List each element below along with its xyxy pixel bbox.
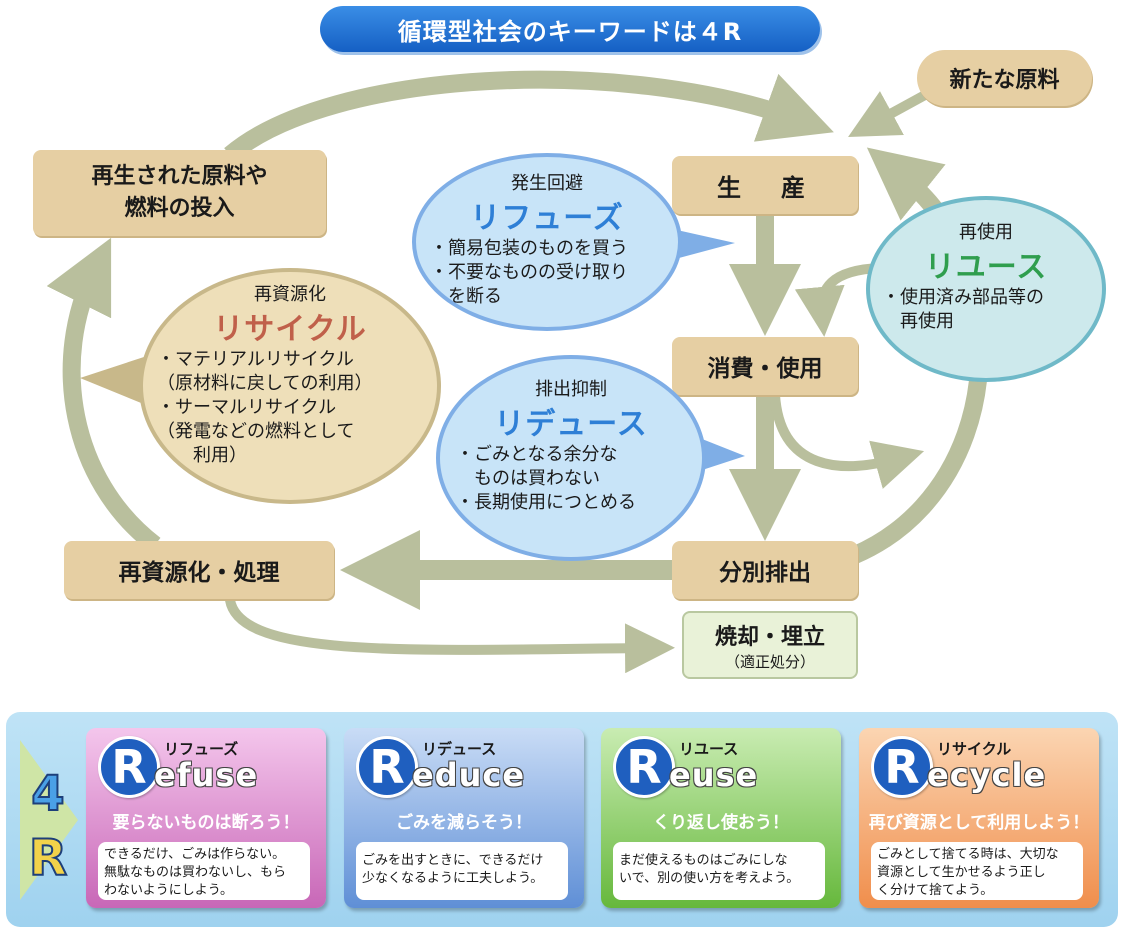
- arrow-processing-to-landfill: [225, 598, 675, 674]
- desc-line: く分けて捨てよう。: [877, 883, 994, 898]
- card-slogan: 要らないものは断ろう！: [112, 813, 300, 833]
- reuse-katakana: リユース: [924, 250, 1048, 285]
- recycle-item: ・サーマルリサイクル: [157, 397, 337, 418]
- r-letter-icon: R: [871, 736, 933, 798]
- card-word: euse: [669, 756, 759, 794]
- card-recycle: R リサイクル ecycle 再び資源として利用しよう！ ごみとして捨てる時は、…: [859, 728, 1099, 908]
- refuse-bubble: 発生回避 リフューズ ・簡易包装のものを買う ・不要なものの受け取り を断る: [412, 153, 682, 331]
- refuse-item: を断る: [430, 286, 502, 307]
- card-reduce: R リデュース educe ごみを減らそう！ ごみを出すときに、できるだけ 少な…: [344, 728, 584, 908]
- separation-node: 分別排出: [672, 541, 858, 599]
- reinput-line1: 再生された原料や: [91, 164, 268, 189]
- card-kana: リフューズ: [164, 740, 239, 758]
- desc-line: 無駄なものは買わないし、もら: [104, 865, 287, 880]
- desc-line: 少なくなるように工夫しよう。: [362, 871, 544, 886]
- card-description: まだ使えるものはごみにしな いで、別の使い方を考えよう。: [613, 842, 825, 900]
- recycle-item: （原材料に戻しての利用）: [157, 373, 373, 394]
- card-word: ecycle: [927, 756, 1047, 794]
- reuse-item: ・使用済み部品等の: [882, 287, 1044, 308]
- badge-digit: 4: [31, 766, 64, 822]
- card-description: ごみを出すときに、できるだけ 少なくなるように工夫しよう。: [356, 842, 568, 900]
- landfill-subtitle: （適正処分）: [724, 653, 815, 671]
- reduce-heading: 排出抑制: [535, 379, 607, 400]
- desc-line: いで、別の使い方を考えよう。: [619, 871, 800, 886]
- consumption-node: 消費・使用: [672, 337, 858, 395]
- card-reuse: R リユース euse くり返し使おう！ まだ使えるものはごみにしな いで、別の…: [601, 728, 841, 908]
- desc-line: 資源として生かせるよう正し: [877, 865, 1046, 880]
- arrow-consumption-to-reuse: [770, 394, 925, 489]
- arrow-reinput-to-production: [224, 70, 834, 162]
- recycle-item: （発電などの燃料として: [157, 421, 355, 442]
- recycle-katakana: リサイクル: [213, 312, 367, 347]
- refuse-heading: 発生回避: [511, 173, 583, 194]
- r-letter-icon: R: [613, 736, 675, 798]
- reduce-item: ・ごみとなる余分な: [456, 444, 618, 465]
- card-word: efuse: [154, 756, 259, 794]
- desc-line: わないようにしよう。: [104, 883, 233, 898]
- landfill-title: 焼却・埋立: [714, 625, 825, 650]
- reduce-katakana: リデュース: [494, 407, 648, 442]
- card-description: ごみとして捨てる時は、大切な 資源として生かせるよう正し く分けて捨てよう。: [871, 842, 1083, 900]
- card-slogan: ごみを減らそう！: [396, 813, 532, 833]
- recycle-item: ・マテリアルリサイクル: [157, 349, 354, 370]
- page-title: 循環型社会のキーワードは４R: [320, 6, 820, 52]
- arrow-raw-to-production: [848, 90, 928, 137]
- landfill-node: 焼却・埋立 （適正処分）: [682, 611, 858, 679]
- reuse-item: 再使用: [882, 311, 954, 332]
- reinput-line2: 燃料の投入: [124, 196, 235, 221]
- reuse-heading: 再使用: [959, 222, 1013, 243]
- refuse-item: ・不要なものの受け取り: [430, 262, 628, 283]
- r-letter-icon: R: [98, 736, 160, 798]
- recycle-item: 利用）: [157, 445, 247, 466]
- card-description: できるだけ、ごみは作らない。 無駄なものは買わないし、もら わないようにしよう。: [98, 842, 310, 900]
- badge-letter: R: [29, 829, 68, 887]
- card-kana: リユース: [679, 740, 739, 758]
- recycle-heading: 再資源化: [254, 284, 326, 305]
- refuse-katakana: リフューズ: [470, 201, 624, 236]
- arrow-processing-to-reinput: [46, 237, 161, 553]
- recycling-processing-node: 再資源化・処理: [64, 541, 334, 599]
- production-node: 生 産: [672, 156, 858, 214]
- card-kana: リデュース: [422, 740, 497, 758]
- recycle-bubble: 再資源化 リサイクル ・マテリアルリサイクル （原材料に戻しての利用） ・サーマ…: [139, 268, 441, 504]
- desc-line: できるだけ、ごみは作らない。: [104, 847, 286, 862]
- desc-line: ごみとして捨てる時は、大切な: [877, 847, 1059, 862]
- refuse-item: ・簡易包装のものを買う: [430, 238, 628, 259]
- 4r-badge: 4 R: [20, 740, 78, 900]
- reduce-bubble: 排出抑制 リデュース ・ごみとなる余分な ものは買わない ・長期使用につとめる: [436, 355, 706, 561]
- recycle-bubble-tail: [80, 355, 150, 405]
- card-word: educe: [412, 756, 526, 794]
- arrow-reuse-to-consumption: [794, 263, 881, 337]
- new-raw-material-node: 新たな原料: [917, 50, 1092, 106]
- card-slogan: くり返し使おう！: [653, 813, 789, 833]
- desc-line: ごみを出すときに、できるだけ: [362, 853, 544, 868]
- r-letter-icon: R: [356, 736, 418, 798]
- card-slogan: 再び資源として利用しよう！: [868, 813, 1090, 833]
- reinput-node: 再生された原料や 燃料の投入: [33, 150, 326, 236]
- desc-line: まだ使えるものはごみにしな: [619, 853, 788, 868]
- reduce-item: ・長期使用につとめる: [456, 492, 636, 513]
- card-refuse: R リフューズ efuse 要らないものは断ろう！ できるだけ、ごみは作らない。…: [86, 728, 326, 908]
- reuse-bubble: 再使用 リユース ・使用済み部品等の 再使用: [866, 196, 1106, 382]
- reduce-item: ものは買わない: [456, 468, 600, 489]
- card-kana: リサイクル: [937, 740, 1012, 758]
